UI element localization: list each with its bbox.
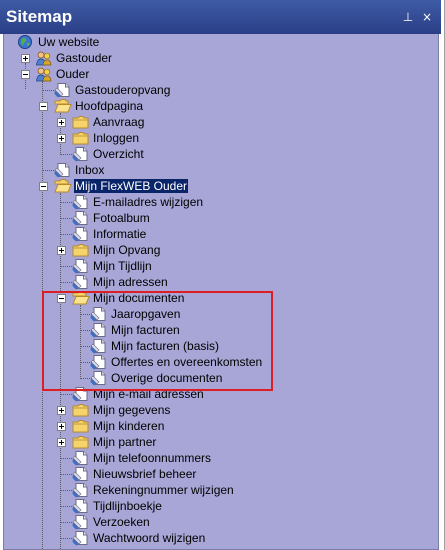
folder-icon	[72, 418, 90, 434]
close-icon[interactable]: ×	[421, 10, 433, 24]
page-icon	[72, 530, 90, 546]
users-icon	[35, 66, 53, 82]
tree-item-label: Overzicht	[93, 147, 144, 161]
folder-icon	[72, 130, 90, 146]
folder-icon	[72, 114, 90, 130]
users-icon	[35, 50, 53, 66]
tree-item-label: Fotoalbum	[93, 211, 150, 225]
expand-icon[interactable]	[57, 438, 66, 447]
sitemap-tree: Uw website Gastouder Ouder Gastouderopva…	[3, 34, 439, 550]
tree-item-label: Nieuwsbrief beheer	[93, 467, 197, 481]
expand-icon[interactable]	[57, 422, 66, 431]
tree-item-label: Mijn Opvang	[93, 243, 161, 257]
tree-item-label: Inbox	[75, 163, 105, 177]
expand-icon[interactable]	[57, 246, 66, 255]
folder-icon	[72, 402, 90, 418]
tree-item-label: Inloggen	[93, 131, 140, 145]
tree-item-label: Mijn telefoonnummers	[93, 451, 212, 465]
tree-item-label: Mijn gegevens	[93, 403, 171, 417]
page-icon	[54, 162, 72, 178]
panel-titlebar: Sitemap ⊥ ×	[0, 0, 441, 34]
tree-item-label: E-mailadres wijzigen	[93, 195, 204, 209]
tree-item-label: Gastouderopvang	[75, 83, 171, 97]
tree-item-label: Ouder	[56, 67, 90, 81]
folder-icon	[72, 434, 90, 450]
annotation-highlight-box	[42, 291, 273, 391]
tree-item-label: Gastouder	[56, 51, 113, 65]
tree-item-label: Mijn Tijdlijn	[93, 259, 152, 273]
expand-icon[interactable]	[57, 134, 66, 143]
tree-item-label: Mijn documenten	[93, 291, 185, 305]
page-icon	[72, 466, 90, 482]
expand-icon[interactable]	[21, 54, 30, 63]
tree-item-label: Mijn kinderen	[93, 419, 165, 433]
collapse-icon[interactable]	[39, 182, 48, 191]
tree-connector	[60, 193, 61, 549]
tree-item-label: Uw website	[38, 35, 100, 49]
tree-item-label: Mijn facturen (basis)	[111, 339, 220, 353]
tree-connector	[60, 113, 61, 153]
tree-item-label: Jaaropgaven	[111, 307, 181, 321]
tree-item-label: Mijn FlexWEB Ouder	[74, 179, 189, 193]
tree-item-label: Mijn adressen	[93, 275, 168, 289]
page-icon	[72, 498, 90, 514]
pin-icon[interactable]: ⊥	[402, 10, 414, 24]
globe-icon	[17, 34, 35, 50]
expand-icon[interactable]	[57, 406, 66, 415]
expand-icon[interactable]	[57, 118, 66, 127]
tree-item-label: Aanvraag	[93, 115, 145, 129]
page-icon	[72, 210, 90, 226]
tree-item-label: Hoofdpagina	[75, 99, 144, 113]
page-icon	[72, 146, 90, 162]
folder-open-icon	[54, 178, 72, 194]
folder-open-icon	[54, 98, 72, 114]
page-icon	[72, 194, 90, 210]
collapse-icon[interactable]	[39, 102, 48, 111]
tree-item-label: Rekeningnummer wijzigen	[93, 483, 234, 497]
page-icon	[72, 226, 90, 242]
panel-title: Sitemap	[6, 7, 73, 26]
tree-item-label: Overige documenten	[111, 371, 223, 385]
folder-icon	[72, 242, 90, 258]
page-icon	[72, 482, 90, 498]
tree-item-label: Tijdlijnboekje	[93, 499, 162, 513]
collapse-icon[interactable]	[57, 294, 66, 303]
tree-item-label: Offertes en overeenkomsten	[111, 355, 263, 369]
page-icon	[72, 274, 90, 290]
page-icon	[72, 258, 90, 274]
page-icon	[72, 514, 90, 530]
collapse-icon[interactable]	[21, 70, 30, 79]
tree-item-label: Verzoeken	[93, 515, 150, 529]
tree-item-label: Wachtwoord wijzigen	[93, 531, 206, 545]
page-icon	[72, 450, 90, 466]
tree-connector	[80, 305, 81, 377]
tree-item-label: Mijn partner	[93, 435, 157, 449]
tree-item-label: Informatie	[93, 227, 147, 241]
page-icon	[54, 82, 72, 98]
tree-item-label: Mijn facturen	[111, 323, 180, 337]
